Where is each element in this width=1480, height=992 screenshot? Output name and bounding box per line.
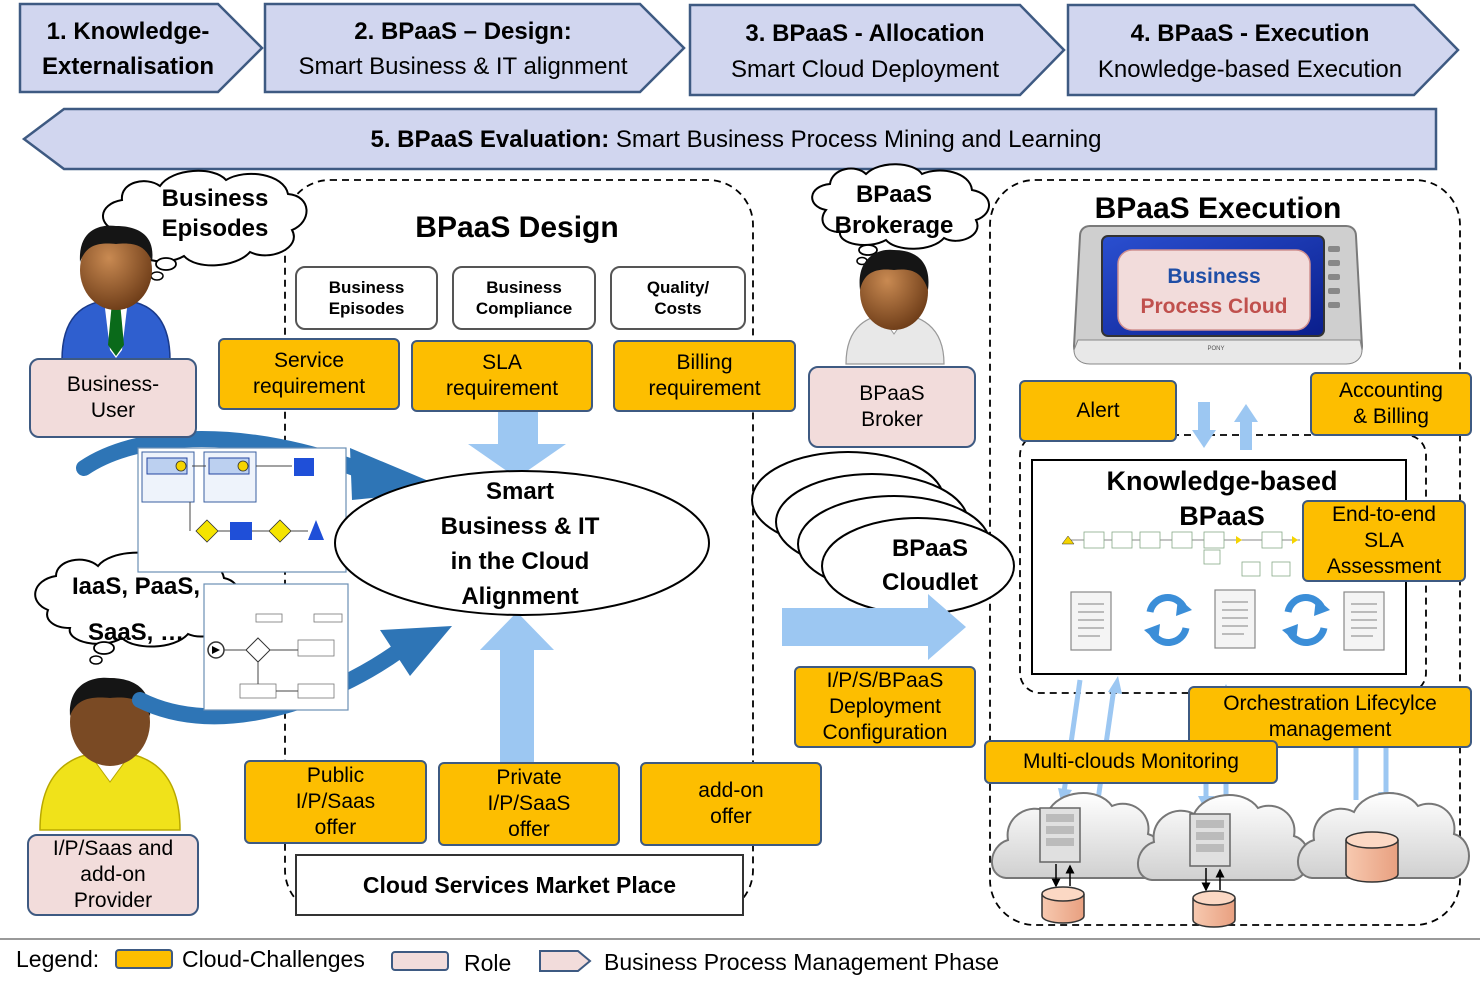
phase-3-line1: 3. BPaaS - Allocation — [745, 20, 984, 47]
cloudlet-line2: Cloudlet — [882, 569, 978, 596]
challenge-multi-clouds-monitoring: Multi-clouds Monitoring — [984, 740, 1278, 784]
business-user-person-icon — [61, 225, 171, 361]
challenge-public-offer: Public I/P/Saas offer — [244, 760, 427, 844]
cloud-server-1 — [991, 792, 1164, 924]
monitor-line1: Business — [1167, 265, 1260, 288]
design-box-business-compliance: Business Compliance — [452, 266, 596, 330]
execution-title: BPaaS Execution — [1095, 192, 1342, 225]
document-icon-3 — [1343, 591, 1385, 651]
legend-challenges-text: Cloud-Challenges — [182, 946, 365, 972]
monitor-brand: PONY — [1207, 346, 1224, 352]
business-episodes-thought-line1: Business — [162, 185, 269, 212]
offers-up-arrow — [480, 612, 554, 762]
challenge-addon-offer: add-on offer — [640, 762, 822, 846]
brokerage-thought-line2: Brokerage — [835, 212, 954, 239]
design-title: BPaaS Design — [415, 211, 618, 244]
thought-iaas: IaaS, PaaS, SaaS, … — [34, 551, 241, 665]
broker-person-icon — [845, 249, 945, 365]
role-provider: I/P/Saas and add-on Provider — [27, 834, 199, 916]
evaluation-label: 5. BPaaS Evaluation: Smart Business Proc… — [371, 126, 1102, 153]
role-broker: BPaaS Broker — [808, 366, 976, 448]
design-box-business-episodes: Business Episodes — [295, 266, 438, 330]
challenge-accounting-billing: Accounting & Billing — [1310, 372, 1472, 436]
phase-3-arrow: 3. BPaaS - Allocation Smart Cloud Deploy… — [688, 3, 1066, 97]
challenge-sla-requirement: SLA requirement — [411, 340, 593, 412]
thought-business-episodes: Business Episodes — [102, 169, 308, 281]
evaluation-bold: 5. BPaaS Evaluation: — [371, 126, 610, 153]
kb-title-line2: BPaaS — [1179, 501, 1265, 531]
kb-title-line1: Knowledge-based — [1106, 466, 1337, 496]
challenge-service-requirement: Service requirement — [218, 338, 400, 410]
cloud-services-market-place: Cloud Services Market Place — [295, 854, 744, 916]
monitor-icon: Business Process Cloud PONY — [1072, 225, 1364, 365]
challenge-alert: Alert — [1019, 380, 1177, 442]
document-icon-1 — [1070, 591, 1112, 651]
sync-icon-1 — [1144, 594, 1192, 646]
requirements-down-arrow — [468, 412, 566, 478]
challenge-billing-requirement: Billing requirement — [613, 340, 796, 412]
monitor-line2: Process Cloud — [1140, 295, 1287, 318]
role-business-user: Business- User — [29, 358, 197, 438]
alignment-line3: in the Cloud — [451, 548, 590, 575]
phase-1-arrow: 1. Knowledge- Externalisation — [18, 2, 264, 94]
legend-label: Legend: — [16, 946, 99, 972]
cloud-server-2 — [1137, 794, 1310, 928]
legend-phase-swatch — [539, 950, 592, 972]
legend-challenge-swatch — [115, 949, 173, 969]
kb-process-flow-icon — [1061, 531, 1300, 577]
legend-role-swatch — [391, 951, 449, 971]
phase-2-arrow: 2. BPaaS – Design: Smart Business & IT a… — [263, 2, 686, 94]
business-episodes-thought-line2: Episodes — [162, 215, 269, 242]
sync-icon-2 — [1282, 594, 1330, 646]
legend-role-text: Role — [464, 950, 511, 976]
process-model-thumbnail-2 — [203, 583, 349, 711]
phase-4-arrow: 4. BPaaS - Execution Knowledge-based Exe… — [1066, 3, 1460, 97]
cloudlet-stack: BPaaS Cloudlet — [751, 451, 1015, 615]
design-box-quality-costs: Quality/ Costs — [610, 266, 746, 330]
thought-brokerage: BPaaS Brokerage — [811, 163, 990, 266]
monitor-link-arrows — [1192, 402, 1258, 450]
challenge-deployment-configuration: I/P/S/BPaaS Deployment Configuration — [794, 666, 976, 748]
iaas-thought-line1: IaaS, PaaS, — [72, 573, 200, 600]
legend-phase-text: Business Process Management Phase — [604, 949, 999, 975]
phase-5-evaluation-arrow: 5. BPaaS Evaluation: Smart Business Proc… — [21, 107, 1438, 171]
provider-curve-arrowhead — [380, 626, 452, 676]
alignment-line2: Business & IT — [441, 513, 600, 540]
phase-1-line1: 1. Knowledge- — [47, 18, 210, 45]
phase-1-line2: Externalisation — [42, 53, 214, 80]
process-model-thumbnail-1 — [137, 447, 347, 573]
phase-2-line2: Smart Business & IT alignment — [298, 53, 627, 80]
iaas-thought-line2: SaaS, … — [88, 619, 184, 646]
alignment-ellipse — [334, 470, 710, 616]
alignment-line4: Alignment — [461, 583, 578, 610]
document-icon-2 — [1214, 589, 1256, 649]
allocation-right-arrow — [782, 594, 966, 660]
challenge-sla-assessment: End-to-end SLA Assessment — [1302, 500, 1466, 582]
challenge-orchestration-lifecycle: Orchestration Lifecylce management — [1188, 686, 1472, 748]
alignment-line1: Smart — [486, 478, 554, 505]
phase-4-line2: Knowledge-based Execution — [1098, 56, 1402, 83]
phase-4-line1: 4. BPaaS - Execution — [1131, 20, 1370, 47]
brokerage-thought-line1: BPaaS — [856, 181, 932, 208]
phase-2-line1: 2. BPaaS – Design: — [354, 18, 571, 45]
evaluation-rest: Smart Business Process Mining and Learni… — [609, 126, 1101, 153]
cloud-database-3 — [1297, 792, 1470, 883]
cloudlet-line1: BPaaS — [892, 535, 968, 562]
challenge-private-offer: Private I/P/SaaS offer — [438, 762, 620, 846]
phase-3-line2: Smart Cloud Deployment — [731, 56, 999, 83]
provider-person-icon — [39, 677, 181, 831]
